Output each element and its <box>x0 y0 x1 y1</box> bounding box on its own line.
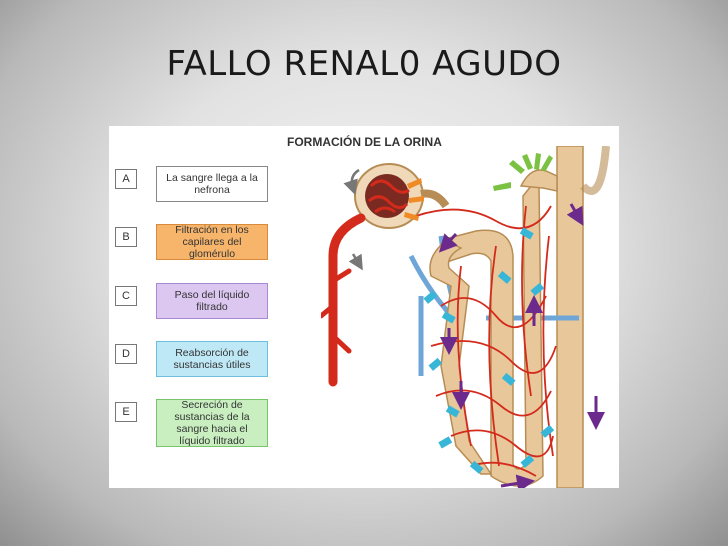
step-a-box: La sangre llega a la nefrona <box>156 166 268 202</box>
secretion-arrows <box>493 153 553 191</box>
step-letter-a: A <box>115 169 137 189</box>
step-a-text: La sangre llega a la nefrona <box>166 172 258 196</box>
slide-title: FALLO RENAL0 AGUDO <box>166 44 562 84</box>
step-d-text: Reabsorción de sustancias útiles <box>173 347 251 371</box>
blood-flow-arrows <box>343 168 363 271</box>
flow-arrows <box>438 203 605 488</box>
afferent-artery <box>321 213 366 387</box>
step-c-text: Paso del líquido filtrado <box>174 289 250 313</box>
step-letter-b: B <box>115 227 137 247</box>
step-b-text: Filtración en los capilares del glomérul… <box>175 224 249 260</box>
step-e-box: Secreción de sustancias de la sangre hac… <box>156 399 268 447</box>
step-c-box: Paso del líquido filtrado <box>156 283 268 319</box>
step-b-box: Filtración en los capilares del glomérul… <box>156 224 268 260</box>
reabsorption-arrows <box>423 227 555 474</box>
step-letter-c: C <box>115 286 137 306</box>
step-letter-e: E <box>115 402 137 422</box>
filtration-arrows <box>404 178 424 221</box>
nephron-illustration <box>321 146 610 488</box>
nephron-figure: FORMACIÓN DE LA ORINA A La sangre llega … <box>109 126 619 488</box>
step-letter-d: D <box>115 344 137 364</box>
figure-title: FORMACIÓN DE LA ORINA <box>287 135 442 149</box>
glomerulus <box>354 163 450 229</box>
step-e-text: Secreción de sustancias de la sangre hac… <box>174 399 250 447</box>
step-d-box: Reabsorción de sustancias útiles <box>156 341 268 377</box>
